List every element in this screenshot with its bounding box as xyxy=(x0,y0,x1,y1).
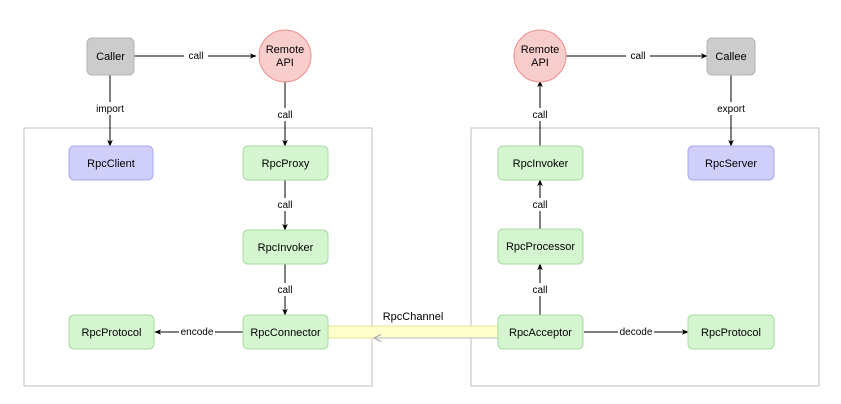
edge-label-bg xyxy=(274,283,296,296)
node-rpc-invoker-right: RpcInvoker xyxy=(497,145,584,181)
node-rpc-client: RpcClient xyxy=(68,145,154,181)
edge-label-bg xyxy=(715,102,747,115)
svg-text:API: API xyxy=(276,57,294,69)
svg-text:Remote: Remote xyxy=(266,44,305,56)
edge-label-bg xyxy=(274,108,296,121)
edge-label-bg xyxy=(529,108,551,121)
edge-label-bg xyxy=(529,283,551,296)
svg-text:RpcServer: RpcServer xyxy=(705,158,757,170)
node-remote-api-left: Remote API xyxy=(258,29,312,83)
svg-text:RpcClient: RpcClient xyxy=(87,158,135,170)
svg-text:RpcConnector: RpcConnector xyxy=(250,327,321,339)
node-remote-api-right: Remote API xyxy=(513,29,567,83)
svg-text:RpcInvoker: RpcInvoker xyxy=(513,158,569,170)
edge-label-export: export xyxy=(717,104,745,115)
node-rpc-proxy: RpcProxy xyxy=(242,145,329,181)
svg-text:RpcProxy: RpcProxy xyxy=(262,158,310,170)
edge-label-bg xyxy=(179,325,215,338)
edge-label-bg xyxy=(94,102,126,115)
node-rpc-protocol-left: RpcProtocol xyxy=(68,314,155,350)
edge-label-bg xyxy=(626,49,650,62)
node-rpc-processor: RpcProcessor xyxy=(497,228,584,265)
rpc-channel-label: RpcChannel xyxy=(383,311,444,323)
edge-label-bg xyxy=(529,198,551,211)
edge-label-invoker-call: call xyxy=(277,285,292,296)
edge-label-invoker-right-call: call xyxy=(532,110,547,121)
node-rpc-server: RpcServer xyxy=(687,145,775,181)
svg-text:Remote: Remote xyxy=(521,44,560,56)
node-rpc-protocol-right: RpcProtocol xyxy=(687,314,775,350)
edge-label-decode: decode xyxy=(620,327,653,338)
node-caller: Caller xyxy=(86,37,135,76)
svg-text:RpcProtocol: RpcProtocol xyxy=(82,327,142,339)
edge-label-import: import xyxy=(96,104,124,115)
svg-text:API: API xyxy=(531,57,549,69)
edge-label-bg xyxy=(618,325,654,338)
edge-label-bg xyxy=(184,49,208,62)
edge-label-acceptor-call: call xyxy=(532,285,547,296)
svg-text:RpcProcessor: RpcProcessor xyxy=(506,241,575,253)
svg-text:RpcAcceptor: RpcAcceptor xyxy=(509,327,572,339)
svg-text:Caller: Caller xyxy=(96,51,125,63)
svg-text:RpcProtocol: RpcProtocol xyxy=(701,327,761,339)
node-rpc-acceptor: RpcAcceptor xyxy=(497,314,584,350)
node-callee: Callee xyxy=(706,37,756,76)
svg-text:Callee: Callee xyxy=(715,51,746,63)
edge-label-encode: encode xyxy=(181,327,214,338)
edge-label-processor-call: call xyxy=(532,200,547,211)
svg-text:RpcInvoker: RpcInvoker xyxy=(258,242,314,254)
edge-label-caller-call: call xyxy=(188,51,203,62)
edge-label-api-call: call xyxy=(277,110,292,121)
rpc-channel-band xyxy=(327,325,501,339)
node-rpc-connector: RpcConnector xyxy=(242,314,329,350)
node-rpc-invoker-left: RpcInvoker xyxy=(242,229,329,265)
edge-label-proxy-call: call xyxy=(277,200,292,211)
edge-label-callee-call: call xyxy=(630,51,645,62)
edge-label-bg xyxy=(274,198,296,211)
